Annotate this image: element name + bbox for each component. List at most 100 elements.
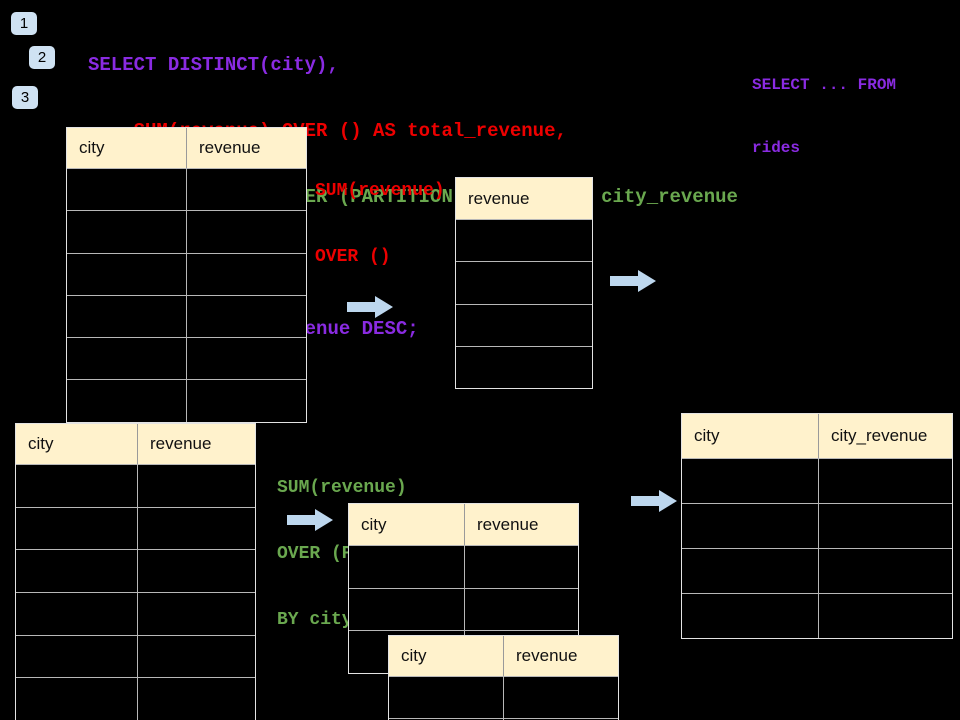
table-cell	[67, 338, 186, 379]
table-cell	[67, 254, 186, 295]
source-table-bottom: city revenue	[15, 423, 256, 720]
step-badge-1: 1	[11, 12, 37, 35]
table-cell	[186, 295, 306, 338]
table-cell	[456, 262, 592, 303]
partition-table-back: city revenue	[388, 635, 619, 720]
table-cell	[67, 380, 186, 421]
table-row	[456, 303, 592, 346]
table-cell	[818, 504, 952, 548]
table-row	[16, 634, 255, 678]
table-cell	[456, 347, 592, 388]
table-row	[67, 168, 306, 211]
table-row	[682, 593, 952, 638]
table-header-row: revenue	[456, 178, 592, 219]
table-cell	[456, 305, 592, 346]
table-row	[349, 545, 578, 588]
column-header-revenue: revenue	[186, 128, 306, 168]
table-row	[67, 252, 306, 295]
column-header-city: city	[28, 434, 54, 453]
table-header-row: city revenue	[349, 504, 578, 545]
table-row	[682, 503, 952, 548]
city-revenue-result-table: city city_revenue	[681, 413, 953, 639]
table-cell	[186, 253, 306, 295]
table-row	[456, 219, 592, 261]
table-row	[67, 294, 306, 338]
table-header-row: city revenue	[389, 636, 618, 676]
table-body	[16, 464, 255, 720]
table-cell	[682, 504, 818, 548]
table-cell	[186, 169, 306, 211]
table-cell	[818, 459, 952, 503]
step-badge-label: 2	[37, 49, 47, 66]
table-cell	[456, 220, 592, 261]
table-cell	[464, 588, 578, 631]
table-row	[67, 337, 306, 380]
table-cell	[186, 338, 306, 380]
step-badge-3: 3	[12, 86, 38, 109]
table-row	[456, 261, 592, 303]
table-cell	[503, 677, 618, 718]
table-cell	[137, 635, 255, 678]
table-row	[67, 379, 306, 422]
select-from-rides-note: SELECT ... FROM rides	[752, 33, 896, 201]
table-header-row: city city_revenue	[682, 414, 952, 458]
table-row	[389, 676, 618, 718]
column-header-revenue: revenue	[137, 424, 255, 464]
table-row	[16, 506, 255, 550]
table-body	[682, 458, 952, 638]
table-cell	[16, 508, 137, 550]
table-cell	[137, 465, 255, 507]
table-cell	[16, 593, 137, 635]
column-header-city: city	[401, 646, 427, 665]
table-row	[16, 592, 255, 635]
column-header-city: city	[79, 138, 105, 157]
annotation-line: SUM(revenue)	[277, 478, 407, 498]
table-row	[16, 549, 255, 593]
column-header-city: city	[361, 514, 387, 534]
table-body	[456, 219, 592, 388]
table-cell	[349, 589, 464, 631]
table-cell	[67, 169, 186, 210]
table-cell	[818, 549, 952, 593]
table-row	[456, 345, 592, 388]
table-body	[67, 168, 306, 422]
annotation-line: OVER ()	[315, 247, 391, 267]
step-badge-label: 1	[19, 15, 29, 32]
table-row	[682, 548, 952, 593]
table-row	[16, 464, 255, 507]
note-line: SELECT ... FROM	[752, 76, 897, 94]
table-row	[349, 587, 578, 631]
flow-arrow-icon	[610, 270, 656, 292]
column-header-revenue: revenue	[468, 188, 530, 208]
annotation-sum-over-all: SUM(revenue) OVER ()	[315, 136, 445, 312]
table-cell	[16, 636, 137, 678]
table-cell	[682, 459, 818, 503]
total-revenue-table: revenue	[455, 177, 593, 390]
column-header-revenue: revenue	[503, 636, 618, 676]
flow-arrow-icon	[347, 296, 393, 318]
table-cell	[349, 546, 464, 588]
table-header-row: city revenue	[16, 424, 255, 464]
table-cell	[818, 594, 952, 638]
table-cell	[67, 211, 186, 252]
table-cell	[389, 677, 503, 718]
step-badge-label: 3	[20, 89, 30, 106]
table-cell	[464, 546, 578, 588]
table-header-row: city revenue	[67, 128, 306, 168]
table-row	[16, 677, 255, 720]
table-cell	[16, 465, 137, 507]
annotation-line: SUM(revenue)	[315, 181, 445, 201]
table-cell	[186, 380, 306, 422]
table-cell	[682, 549, 818, 593]
flow-arrow-icon	[631, 490, 677, 512]
note-line: rides	[752, 139, 801, 157]
source-table-top: city revenue	[66, 127, 307, 423]
sql-line-select: SELECT DISTINCT(city),	[88, 54, 339, 76]
column-header-revenue: revenue	[464, 504, 578, 545]
flow-arrow-icon	[287, 509, 333, 531]
table-cell	[682, 594, 818, 638]
table-cell	[67, 296, 186, 337]
table-cell	[137, 507, 255, 550]
table-cell	[16, 678, 137, 720]
